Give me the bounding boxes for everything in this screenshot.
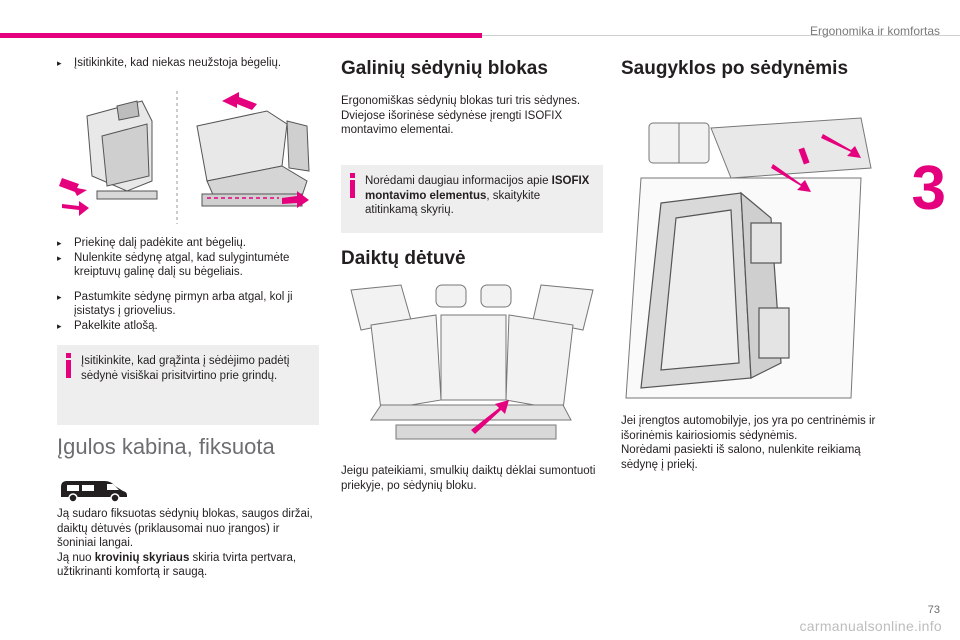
chapter-number: 3 <box>911 154 946 223</box>
triangle-bullet-icon: ▸ <box>57 320 62 331</box>
seat-folding-illustration <box>57 86 319 226</box>
triangle-bullet-icon: ▸ <box>57 291 62 302</box>
under-seat-storage-illustration <box>621 108 883 403</box>
column-right: Saugyklos po sėdynėmis <box>621 58 889 80</box>
chapter-title: Ergonomika ir komfortas <box>809 24 940 38</box>
column-middle: Galinių sėdynių blokas Ergonomiškas sėdy… <box>341 58 603 138</box>
bullet-item: ▸ Įsitikinkite, kad niekas neužstoja bėg… <box>57 57 282 69</box>
triangle-bullet-icon: ▸ <box>57 238 62 248</box>
header-rule <box>482 35 960 36</box>
page-number: 73 <box>927 604 940 616</box>
under-seat-body: Jei įrengtos automobilyje, jos yra po ce… <box>621 415 876 471</box>
bullet-item: ▸ Pakelkite atlošą. <box>57 319 158 332</box>
watermark: carmanualsonline.info <box>799 618 942 634</box>
column-left: ▸ Įsitikinkite, kad niekas neužstoja bėg… <box>57 56 319 71</box>
section-heading: Galinių sėdynių blokas <box>341 58 548 79</box>
triangle-bullet-icon: ▸ <box>57 252 62 263</box>
section-heading: Įgulos kabina, fiksuota <box>57 434 275 459</box>
column-left-steps: ▸ Priekinę dalį padėkite ant bėgelių. ▸ … <box>57 236 319 333</box>
bullet-item: ▸ Pastumkite sėdynę pirmyn arba atgal, k… <box>57 290 293 318</box>
note-box-isofix: Norėdami daugiau informacijos apie ISOFI… <box>341 165 603 233</box>
section-heading: Daiktų dėtuvė <box>341 248 466 269</box>
rear-seat-storage-illustration <box>341 280 603 452</box>
storage-body: Jeigu pateikiami, smulkių daiktų dėklai … <box>341 465 596 492</box>
bullet-item: ▸ Priekinę dalį padėkite ant bėgelių. <box>57 237 246 249</box>
triangle-bullet-icon: ▸ <box>57 58 62 68</box>
crew-cab-body: Ją sudaro fiksuotas sėdynių blokas, saug… <box>57 508 313 578</box>
header-accent-bar <box>0 33 482 38</box>
section-heading: Saugyklos po sėdynėmis <box>621 58 849 79</box>
section-storage: Daiktų dėtuvė <box>341 248 603 270</box>
info-icon <box>349 173 357 198</box>
info-icon <box>65 353 73 378</box>
section-crew-cab: Įgulos kabina, fiksuota <box>57 436 319 458</box>
note-box-seat: Įsitikinkite, kad grąžinta į sėdėjimo pa… <box>57 345 319 425</box>
bullet-item: ▸ Nulenkite sėdynę atgal, kad sulygintum… <box>57 251 290 279</box>
van-silhouette-icon <box>57 477 129 503</box>
